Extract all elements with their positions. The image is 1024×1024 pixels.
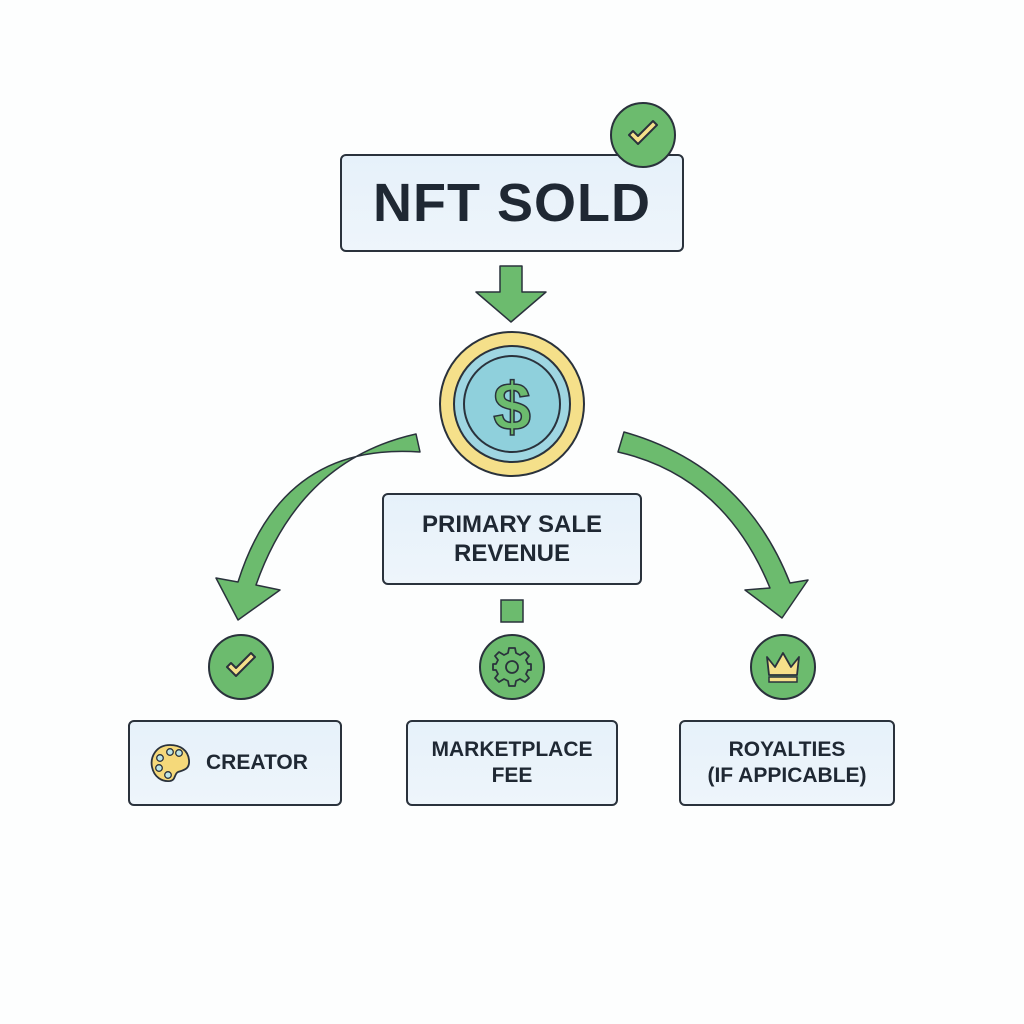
creator-box: CREATOR xyxy=(128,720,342,806)
marketplace-line-2: FEE xyxy=(491,764,533,787)
royalties-box: ROYALTIES (IF APPICABLE) xyxy=(679,720,895,806)
creator-label: CREATOR xyxy=(206,751,308,774)
curved-arrow-right-icon xyxy=(617,431,809,619)
connector-square xyxy=(500,599,524,623)
down-arrow-icon xyxy=(475,265,547,323)
crown-icon xyxy=(750,634,816,700)
nft-sold-title: NFT SOLD xyxy=(340,154,684,252)
marketplace-fee-box: MARKETPLACE FEE xyxy=(406,720,618,806)
royalties-line-1: ROYALTIES xyxy=(728,738,846,761)
primary-sale-revenue-box: PRIMARY SALE REVENUE xyxy=(382,493,642,585)
royalties-line-2: (IF APPICABLE) xyxy=(707,764,867,787)
center-line-1: PRIMARY SALE xyxy=(421,511,603,538)
curved-arrow-left-icon xyxy=(215,433,421,621)
palette-icon xyxy=(150,744,190,782)
dollar-coin-icon: $ xyxy=(439,331,585,477)
center-line-2: REVENUE xyxy=(453,540,571,567)
svg-text:$: $ xyxy=(493,369,531,445)
check-icon xyxy=(208,634,274,700)
check-icon xyxy=(610,102,676,168)
gear-icon xyxy=(479,634,545,700)
marketplace-line-1: MARKETPLACE xyxy=(431,738,593,761)
